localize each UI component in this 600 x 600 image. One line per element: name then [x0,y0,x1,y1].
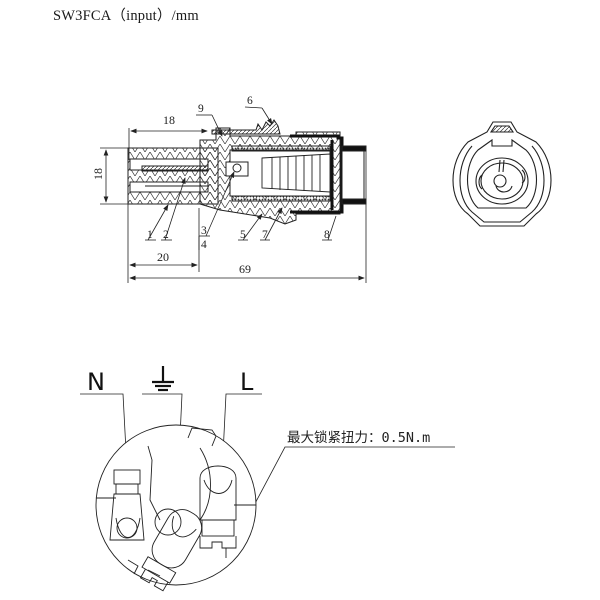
side-section-view [127,119,367,225]
part-label-7: 7 [262,229,268,241]
dim-top-18: 18 [163,113,175,127]
drawing-title: SW3FCA（input）/mm [53,8,199,24]
front-end-view [452,121,552,227]
part-label-5: 5 [240,229,246,241]
pin-label-neutral: N [87,368,105,396]
dim-bottom-20: 20 [157,250,169,264]
part-label-2: 2 [163,229,169,241]
earth-icon [152,366,174,392]
dim-total-69: 69 [239,262,251,276]
max-torque-note: 最大锁紧扭力：0.5N.m [287,430,431,446]
part-label-9: 9 [198,103,204,115]
pin-label-live: L [240,368,254,396]
part-label-4: 4 [201,239,207,251]
dim-height-18: 18 [91,168,105,180]
part-label-1: 1 [147,229,153,241]
wiring-view: N L [80,366,455,592]
part-label-6: 6 [247,95,253,107]
part-label-3: 3 [201,225,207,237]
part-label-8: 8 [324,229,330,241]
part-labels: 1 2 3 4 5 6 7 8 9 [147,95,330,251]
